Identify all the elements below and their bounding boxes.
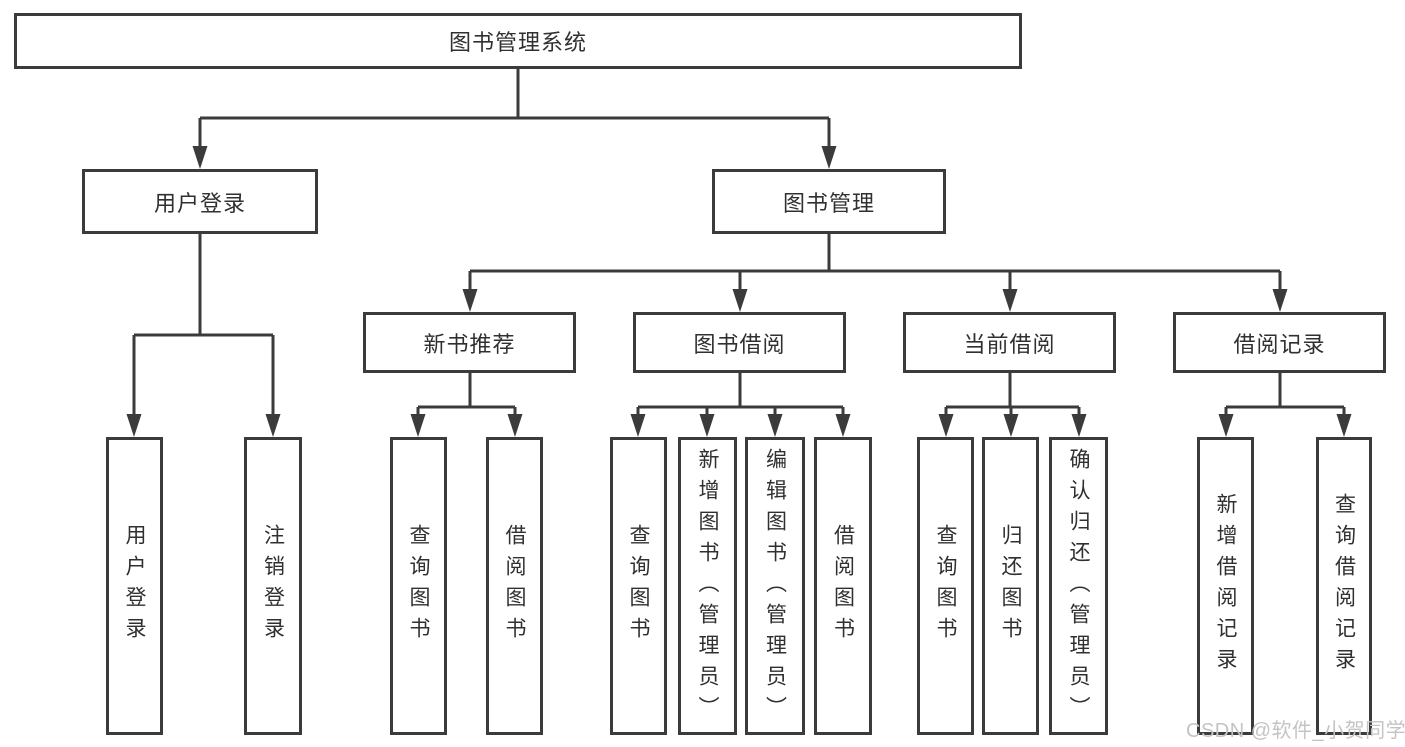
arrow-down-icon [410,414,426,437]
leaf-add-books-admin-label: 新增图书（管理员） [696,448,719,727]
node-new-book-recommend-label: 新书推荐 [423,331,516,357]
connector-bookmgmt-to-level3 [468,234,1282,292]
connector-newbook-to-leaves [416,373,517,417]
leaf-borrow-books-label: 借阅图书 [831,524,855,648]
leaf-borrow-query-books-label: 查询图书 [627,524,650,648]
leaf-edit-books-admin: 编辑图书（管理员） [745,437,805,735]
connector-root-to-level2 [198,69,831,149]
connector-records-to-leaves [1224,373,1346,417]
leaf-newbook-borrow-books-label: 借阅图书 [503,524,526,648]
leaf-logout: 注销登录 [244,437,302,735]
arrow-down-icon [630,414,646,437]
arrow-down-icon [462,289,478,312]
node-book-borrow-label: 图书借阅 [693,331,786,357]
arrow-down-icon [767,414,783,437]
node-root-label: 图书管理系统 [448,30,587,55]
node-current-borrow-label: 当前借阅 [963,331,1056,357]
arrow-down-icon [699,414,715,437]
leaf-current-query-books: 查询图书 [917,437,974,735]
leaf-borrow-books: 借阅图书 [814,437,872,735]
arrow-down-icon [507,414,523,437]
arrow-down-icon [192,146,208,169]
leaf-user-login-label: 用户登录 [123,524,146,648]
node-current-borrow: 当前借阅 [903,312,1116,373]
arrow-down-icon [1071,414,1087,437]
leaf-confirm-return-admin: 确认归还（管理员） [1049,437,1108,735]
leaf-return-books-label: 归还图书 [999,524,1022,648]
arrow-down-icon [265,414,281,437]
node-borrow-records: 借阅记录 [1173,312,1386,373]
node-borrow-records-label: 借阅记录 [1233,331,1326,357]
leaf-current-query-books-label: 查询图书 [934,524,957,648]
leaf-query-borrow-record: 查询借阅记录 [1316,437,1372,735]
leaf-newbook-borrow-books: 借阅图书 [486,437,543,735]
leaf-add-borrow-record: 新增借阅记录 [1197,437,1254,735]
arrow-down-icon [835,414,851,437]
leaf-logout-label: 注销登录 [261,524,285,648]
leaf-add-books-admin: 新增图书（管理员） [678,437,737,735]
arrow-down-icon [1003,414,1019,437]
arrow-down-icon [126,414,142,437]
leaf-edit-books-admin-label: 编辑图书（管理员） [763,448,787,727]
leaf-user-login: 用户登录 [106,437,163,735]
node-root: 图书管理系统 [14,13,1022,69]
leaf-confirm-return-admin-label: 确认归还（管理员） [1067,448,1090,727]
node-new-book-recommend: 新书推荐 [363,312,576,373]
arrow-down-icon [1218,414,1234,437]
arrow-down-icon [1272,289,1288,312]
arrow-down-icon [938,414,954,437]
node-user-login: 用户登录 [82,169,318,234]
arrow-down-icon [821,146,837,169]
connector-current-to-leaves [944,373,1081,417]
leaf-return-books: 归还图书 [982,437,1039,735]
arrow-down-icon [1336,414,1352,437]
connector-userlogin-to-leaves [132,234,275,417]
node-user-login-label: 用户登录 [153,190,246,216]
arrow-down-icon [1002,289,1018,312]
arrow-down-icon [732,289,748,312]
leaf-borrow-query-books: 查询图书 [610,437,667,735]
leaf-add-borrow-record-label: 新增借阅记录 [1214,493,1237,679]
watermark: CSDN @软件_小贺同学 [1186,720,1405,742]
leaf-query-borrow-record-label: 查询借阅记录 [1332,493,1356,679]
node-book-management-label: 图书管理 [782,190,875,216]
connector-borrow-to-leaves [636,373,845,417]
node-book-management: 图书管理 [712,169,946,234]
leaf-newbook-query-books: 查询图书 [390,437,447,735]
leaf-newbook-query-books-label: 查询图书 [407,524,430,648]
node-book-borrow: 图书借阅 [633,312,846,373]
